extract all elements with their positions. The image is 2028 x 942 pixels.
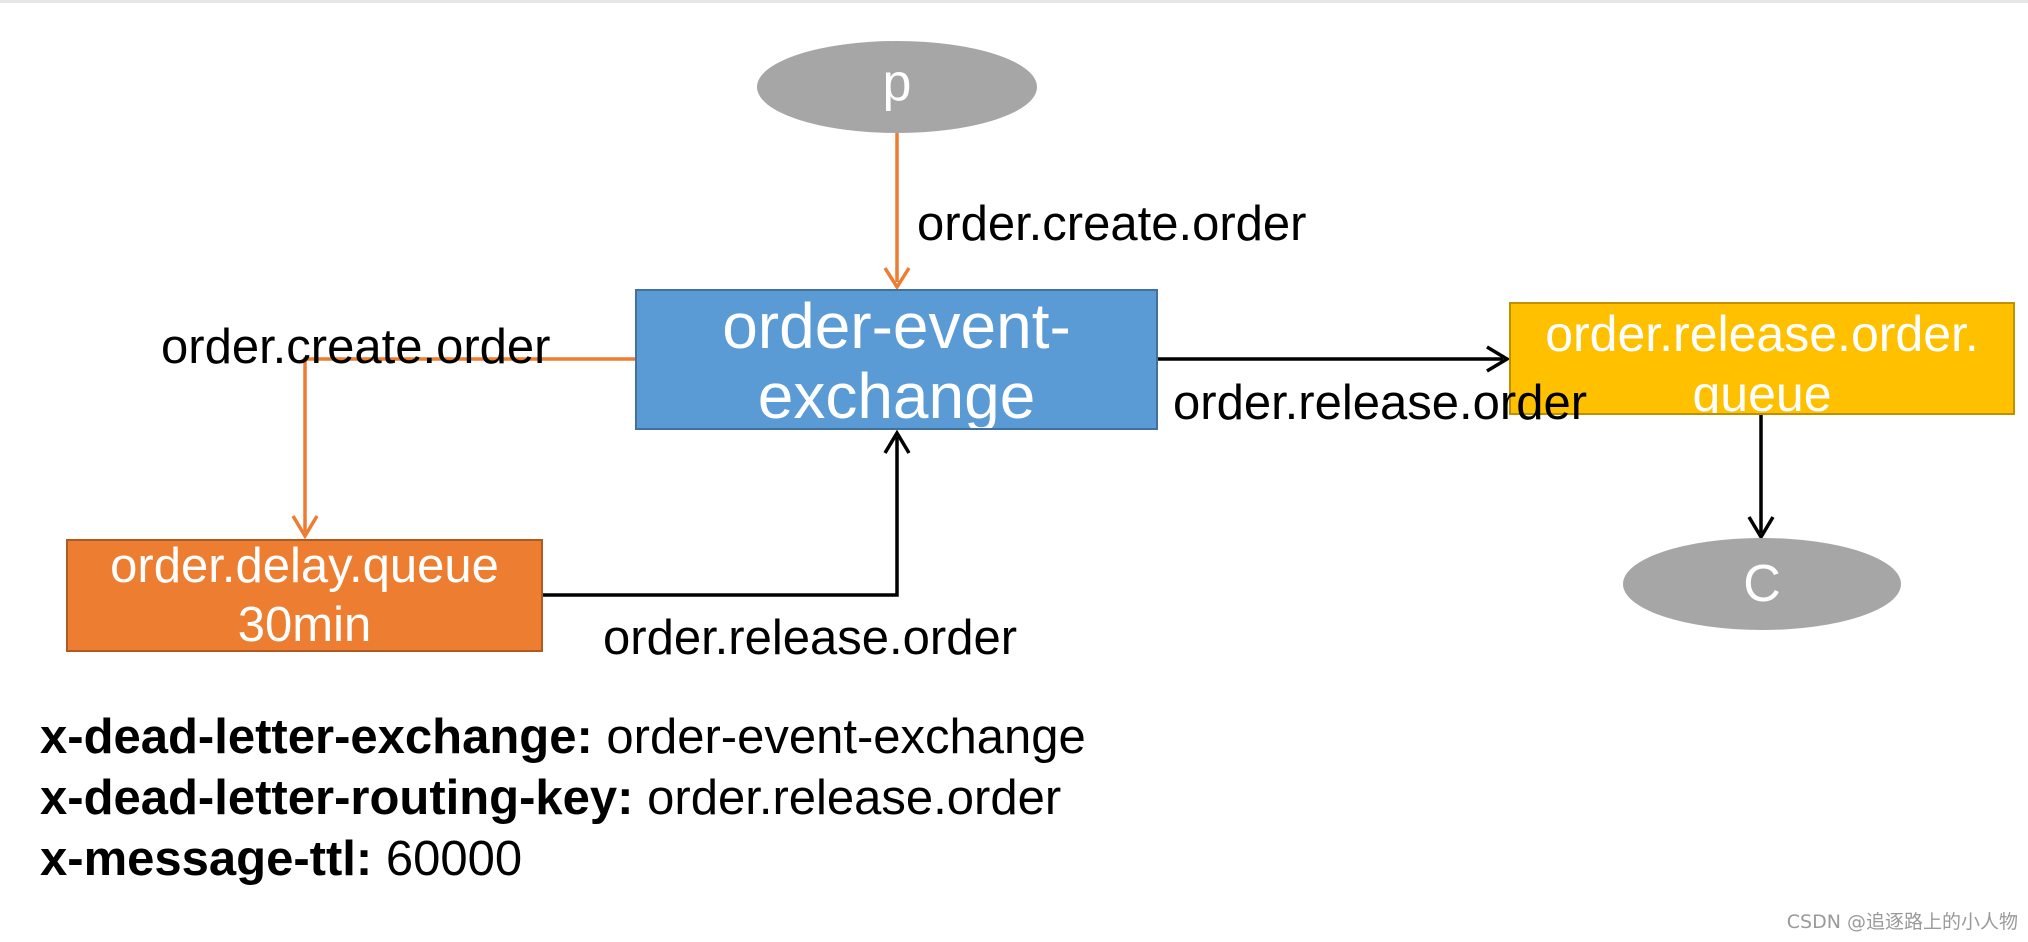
release-queue-node: order.release.order. queue — [1509, 302, 2015, 415]
exchange-label-line1: order-event- — [722, 290, 1071, 362]
queue-arguments: x-dead-letter-exchange: order-event-exch… — [40, 707, 1086, 890]
delay-queue-label-line1: order.delay.queue — [110, 538, 499, 593]
edge-label-exchange-to-release-queue: order.release.order — [1173, 376, 1588, 430]
argument-value: order-event-exchange — [606, 710, 1086, 764]
edge-exchange-to-release-queue — [1158, 345, 1511, 373]
queue-argument-row: x-message-ttl: 60000 — [40, 829, 1086, 890]
edge-label-exchange-to-delay-queue: order.create.order — [161, 320, 551, 374]
edge-delay-queue-to-exchange — [543, 429, 911, 597]
argument-key: x-dead-letter-routing-key: — [40, 771, 634, 825]
delay-queue-label-line2: 30min — [237, 597, 372, 652]
queue-argument-row: x-dead-letter-routing-key: order.release… — [40, 768, 1086, 829]
edge-exchange-to-delay-queue — [291, 357, 635, 540]
argument-key: x-dead-letter-exchange: — [40, 710, 593, 764]
argument-value: 60000 — [385, 832, 523, 886]
consumer-label: C — [1743, 555, 1781, 613]
top-border — [0, 0, 2028, 3]
exchange-node: order-event- exchange — [635, 289, 1158, 430]
watermark: CSDN @追逐路上的小人物 — [1786, 911, 2018, 933]
release-queue-label-line1: order.release.order. — [1545, 306, 1979, 362]
edge-label-producer-to-exchange: order.create.order — [917, 197, 1307, 251]
producer-label: p — [882, 54, 912, 112]
edge-label-delay-queue-to-exchange: order.release.order — [603, 611, 1018, 665]
queue-argument-row: x-dead-letter-exchange: order-event-exch… — [40, 707, 1086, 768]
consumer-node: C — [1623, 538, 1901, 630]
exchange-label-line2: exchange — [757, 360, 1036, 430]
delay-queue-node: order.delay.queue 30min — [66, 539, 543, 652]
argument-key: x-message-ttl: — [40, 832, 373, 886]
release-queue-label-line2: queue — [1692, 366, 1832, 415]
argument-value: order.release.order — [647, 771, 1062, 825]
edge-release-queue-to-consumer — [1747, 415, 1775, 541]
edge-producer-to-exchange — [883, 133, 911, 291]
producer-node: p — [757, 41, 1037, 133]
